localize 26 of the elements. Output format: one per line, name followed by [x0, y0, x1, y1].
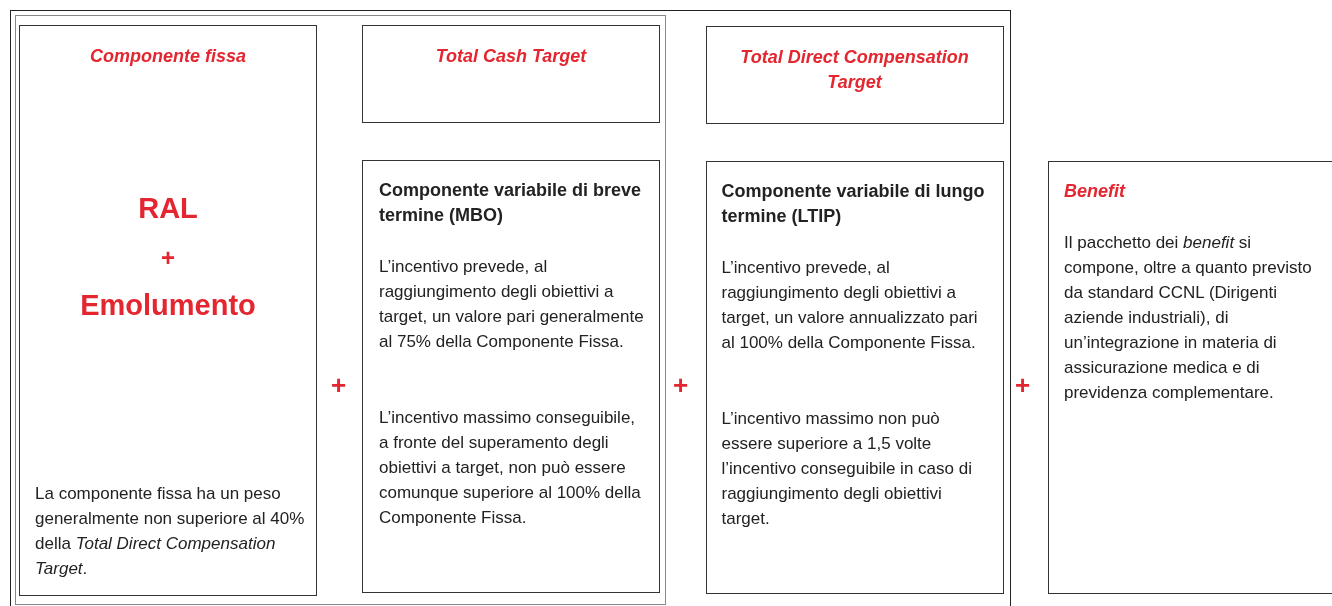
card-heading: Total Cash Target	[434, 45, 588, 68]
component-card	[362, 160, 660, 593]
highlight-text: Emolumento	[79, 288, 257, 322]
header-box	[705, 25, 1004, 124]
card-title: Componente variabile di breve termine (MBO)	[379, 179, 643, 227]
paragraph: L’incentivo massimo non può essere superiore a 1,5 volte l’incentivo conseguibile in caso di raggiungimento degli obiettivi target.	[721, 407, 973, 530]
plus-sign: +	[1015, 372, 1031, 398]
component-card	[19, 25, 317, 596]
paragraph: La componente fissa ha un peso generalmente non superiore al 40% della Total Direct Compensation Target.	[35, 483, 305, 580]
card-title: Componente variabile di lungo termine (LTIP)	[721, 179, 986, 228]
paragraph: L’incentivo prevede, al raggiungimento degli obiettivi a target, un valore pari generalmente al 75% della Componente Fissa.	[379, 256, 645, 353]
card-heading: Total Direct Compensation Target	[739, 45, 970, 94]
card-heading: Benefit	[1064, 180, 1127, 203]
header-box	[362, 25, 660, 123]
paragraph: L’incentivo massimo conseguibile, a fronte del superamento degli obiettivi a target, non può essere comunque superiore al 100% della Componente Fissa.	[379, 407, 642, 529]
plus-sign: +	[331, 372, 347, 398]
plus-sign: +	[160, 245, 176, 270]
card-heading: Componente fissa	[89, 45, 247, 68]
paragraph: L’incentivo prevede, al raggiungimento degli obiettivi a target, un valore annualizzato pari al 100% della Componente Fissa.	[721, 256, 979, 354]
outer-frame	[10, 10, 1011, 606]
inner-frame	[14, 14, 666, 605]
plus-sign: +	[673, 372, 689, 398]
paragraph: Il pacchetto dei benefit si compone, oltre a quanto previsto da standard CCNL (Dirigenti aziende industriali), di un’integrazione in materia di assicurazione medica e di previdenza complementare.	[1064, 232, 1313, 404]
component-card	[705, 160, 1004, 594]
component-card	[1048, 161, 1332, 594]
highlight-text: RAL	[137, 191, 199, 225]
